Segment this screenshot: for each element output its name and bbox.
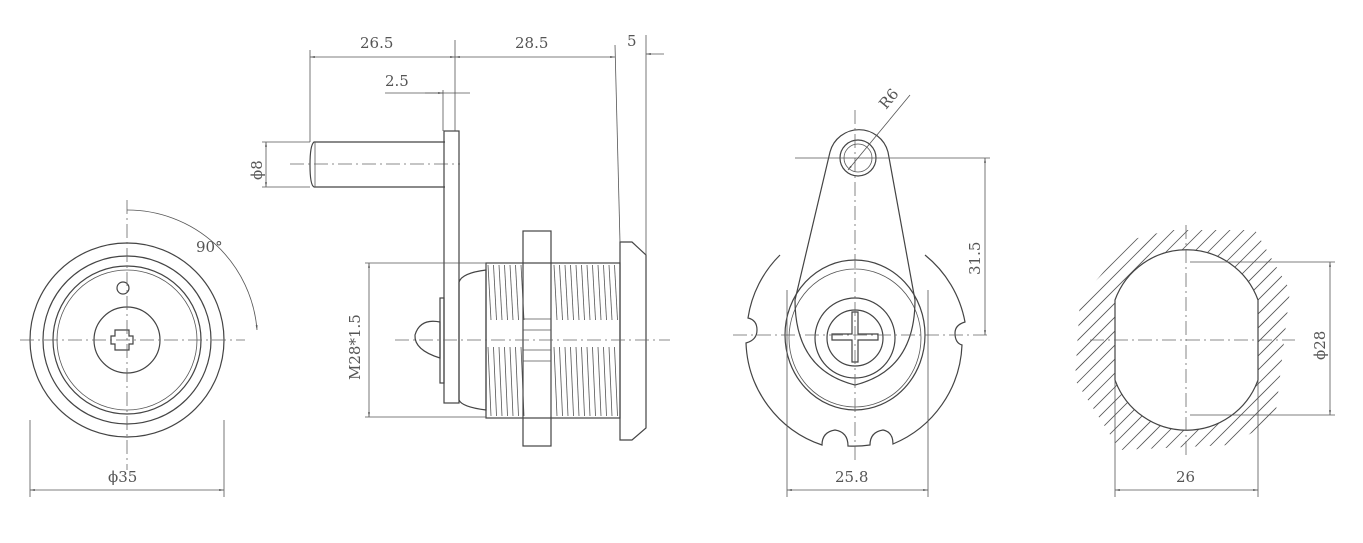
drawing-line xyxy=(608,346,613,417)
drawing-line xyxy=(1075,230,1241,450)
drawing-line xyxy=(515,346,519,417)
drawing-line xyxy=(509,264,514,321)
thread-label: M28*1.5 xyxy=(346,314,364,380)
shaft xyxy=(309,141,445,188)
drawing-line xyxy=(553,264,558,321)
side-view: 26.5 28.5 5 2.5 ϕ8 M28*1.5 xyxy=(248,32,670,447)
cam-arm xyxy=(794,129,916,386)
drawing-line xyxy=(1075,230,1290,450)
drawing-line xyxy=(1075,230,1185,450)
drawing-line xyxy=(1075,230,1115,450)
drawing-line xyxy=(1233,230,1290,450)
keyway xyxy=(110,329,134,351)
drawing-line xyxy=(493,346,497,417)
drawing-line xyxy=(559,264,563,321)
threads xyxy=(487,264,618,417)
drawing-line xyxy=(504,346,508,417)
drawing-line xyxy=(1163,230,1290,450)
pin-hole xyxy=(116,281,130,295)
drawing-line xyxy=(581,346,585,417)
drawing-line xyxy=(498,264,503,321)
drawing-line xyxy=(1075,230,1213,450)
drawing-line xyxy=(1075,230,1171,450)
length-26-5-label: 26.5 xyxy=(360,34,393,52)
drawing-line xyxy=(581,264,585,321)
flange xyxy=(619,241,647,441)
drawing-line xyxy=(564,264,569,321)
drawing-line xyxy=(1219,230,1290,450)
drawing-line xyxy=(597,264,602,321)
width-25-8-label: 25.8 xyxy=(835,468,868,486)
cutout-diameter-label: ϕ28 xyxy=(1311,331,1329,360)
phillips-screw-icon xyxy=(831,311,879,363)
drawing-line xyxy=(498,346,503,417)
drawing-line xyxy=(597,346,602,417)
drawing-line xyxy=(586,264,591,321)
nut xyxy=(522,230,552,447)
drawing-line xyxy=(553,346,558,417)
drawing-line xyxy=(1177,230,1290,450)
drawing-line xyxy=(1205,230,1290,450)
drawing-line xyxy=(575,264,580,321)
drawing-line xyxy=(509,346,514,417)
thickness-2-5-label: 2.5 xyxy=(385,72,409,90)
cam-view: 31.5 R6 25.8 xyxy=(733,85,990,497)
drawing-line xyxy=(586,346,591,417)
drawing-line xyxy=(592,346,596,417)
drawing-line xyxy=(1075,230,1283,450)
drawing-line xyxy=(608,264,613,321)
cutout-view: ϕ28 26 xyxy=(1075,225,1335,497)
drawing-line xyxy=(559,346,563,417)
drawing-line xyxy=(1075,230,1157,450)
length-5-label: 5 xyxy=(627,32,637,50)
drawing-line xyxy=(614,264,618,321)
cam-plate xyxy=(443,130,460,404)
drawing-line xyxy=(575,346,580,417)
drawing-line xyxy=(1149,230,1290,450)
drawing-line xyxy=(1075,230,1143,450)
drawing-line xyxy=(603,346,607,417)
rotation-label: 90° xyxy=(196,238,223,256)
drawing-line xyxy=(1093,230,1290,450)
drawing-line xyxy=(1075,230,1269,450)
drawing-line xyxy=(592,264,596,321)
drawing-line xyxy=(614,346,618,417)
drawing-line xyxy=(487,264,492,321)
drawing-line xyxy=(570,346,574,417)
drawing-line xyxy=(487,346,492,417)
front-view: 90° ϕ35 xyxy=(20,200,258,497)
cutout-width-label: 26 xyxy=(1176,468,1195,486)
drawing-line xyxy=(493,264,497,321)
drawing-line xyxy=(1075,230,1227,450)
drawing-line xyxy=(504,264,508,321)
shaft-diameter-label: ϕ8 xyxy=(248,160,266,180)
drawing-line xyxy=(1191,230,1290,450)
rotation-arc xyxy=(126,209,258,331)
drawing-line xyxy=(515,264,519,321)
drawing-line xyxy=(564,346,569,417)
arm-length-label: 31.5 xyxy=(966,242,984,275)
length-28-5-label: 28.5 xyxy=(515,34,548,52)
drawing-line xyxy=(1075,230,1199,450)
drawing-line xyxy=(603,264,607,321)
cam-disc xyxy=(745,254,966,447)
drawing-line xyxy=(1075,230,1255,450)
diameter-35-label: ϕ35 xyxy=(108,468,137,486)
screw-head xyxy=(414,320,441,359)
drawing-line xyxy=(570,264,574,321)
